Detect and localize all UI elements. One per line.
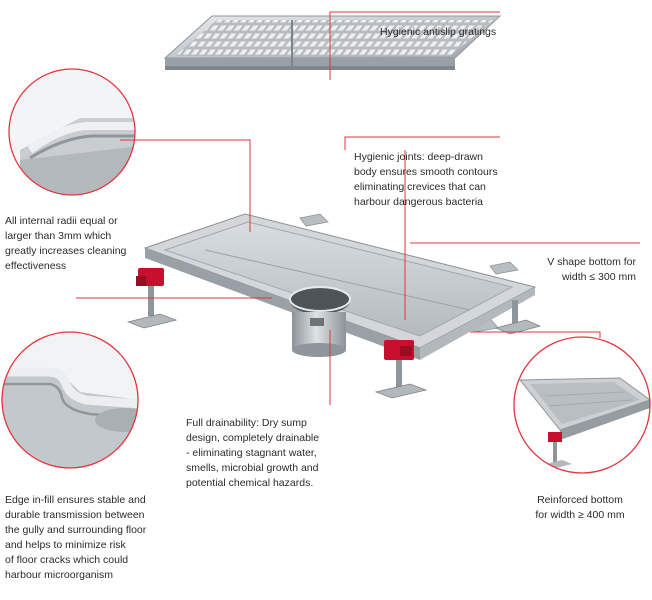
label-v-shape: V shape bottom for width ≤ 300 mm (547, 256, 636, 283)
label-edge-infill: Edge in-fill ensures stable and durable … (5, 494, 147, 581)
leveling-feet (126, 268, 542, 399)
detail-edge (1, 331, 139, 469)
label-reinforced-bottom: Reinforced bottom for width ≥ 400 mm (535, 494, 625, 521)
label-gratings: Hygienic antislip gratings (380, 26, 497, 38)
gully-body (143, 213, 537, 360)
label-internal-radii: All internal radii equal or larger than … (5, 215, 127, 272)
callout-lines (76, 11, 640, 405)
grating-panels (163, 15, 502, 70)
detail-radii (8, 68, 136, 196)
detail-reinforced (513, 336, 651, 474)
label-drainability: Full drainability: Dry sump design, comp… (186, 417, 320, 489)
label-hygienic-joints: Hygienic joints: deep-drawn body ensures… (354, 151, 498, 208)
